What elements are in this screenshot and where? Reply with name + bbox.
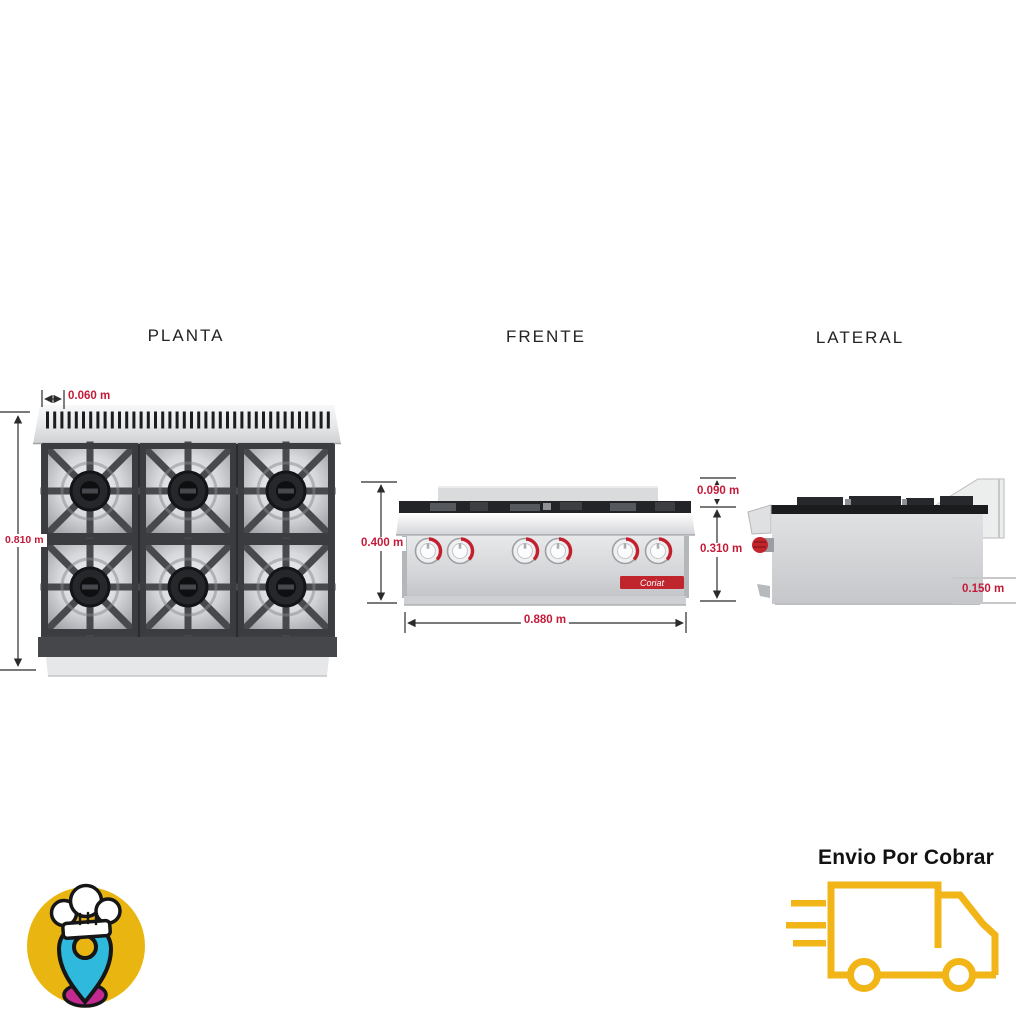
dim-hood-offset: 0.060 m (68, 390, 111, 402)
burner-knob (610, 536, 640, 566)
speed-line (793, 940, 826, 947)
frente-view-drawing: Coriat (361, 477, 736, 633)
planta-view-label: PLANTA (147, 326, 225, 345)
brand-script: Coriat (640, 578, 665, 588)
lateral-dimension-lines (953, 577, 1016, 604)
base-recess (404, 596, 686, 605)
burner-knob (643, 536, 673, 566)
truck-wheel (946, 962, 973, 989)
body-side (772, 514, 983, 604)
brand-plate (620, 576, 684, 589)
burner-knob (413, 536, 443, 566)
burner-knob (510, 536, 540, 566)
lateral-view-label: LATERAL (815, 328, 905, 347)
burner (142, 541, 234, 633)
truck-icon (786, 881, 999, 989)
burner (240, 541, 332, 633)
dim-width: 0.880 m (520, 614, 570, 628)
burner (240, 445, 332, 537)
chef-pin-logo (27, 883, 145, 1008)
burner (142, 445, 234, 537)
base-strip (46, 657, 329, 676)
speed-line (791, 900, 826, 907)
frente-view-label: FRENTE (506, 327, 586, 346)
front-trim-side (747, 504, 772, 535)
knob-side (752, 537, 768, 553)
gas-inlet (757, 584, 770, 598)
lateral-view-drawing (747, 478, 1016, 605)
granite-strip (38, 637, 337, 657)
vent-hood (33, 405, 341, 444)
burner-knob (445, 536, 475, 566)
burner (44, 541, 136, 633)
truck-cab (938, 891, 999, 975)
dim-depth: 0.810 m (2, 534, 47, 547)
dim-base-height: 0.150 m (962, 583, 1005, 595)
dim-total-height: 0.400 m (358, 537, 407, 551)
burner (44, 445, 136, 537)
dim-backsplash-height: 0.090 m (694, 485, 743, 499)
dim-body-height: 0.310 m (697, 543, 746, 557)
burner-knob (543, 536, 573, 566)
cooktop-edge (770, 505, 988, 514)
chef-hat (49, 883, 122, 941)
truck-body (827, 881, 996, 979)
shipping-title: Envio Por Cobrar (818, 846, 994, 869)
speed-line (786, 922, 826, 929)
truck-wheel (851, 962, 878, 989)
planta-view-drawing (0, 390, 341, 677)
top-trim (396, 513, 695, 535)
